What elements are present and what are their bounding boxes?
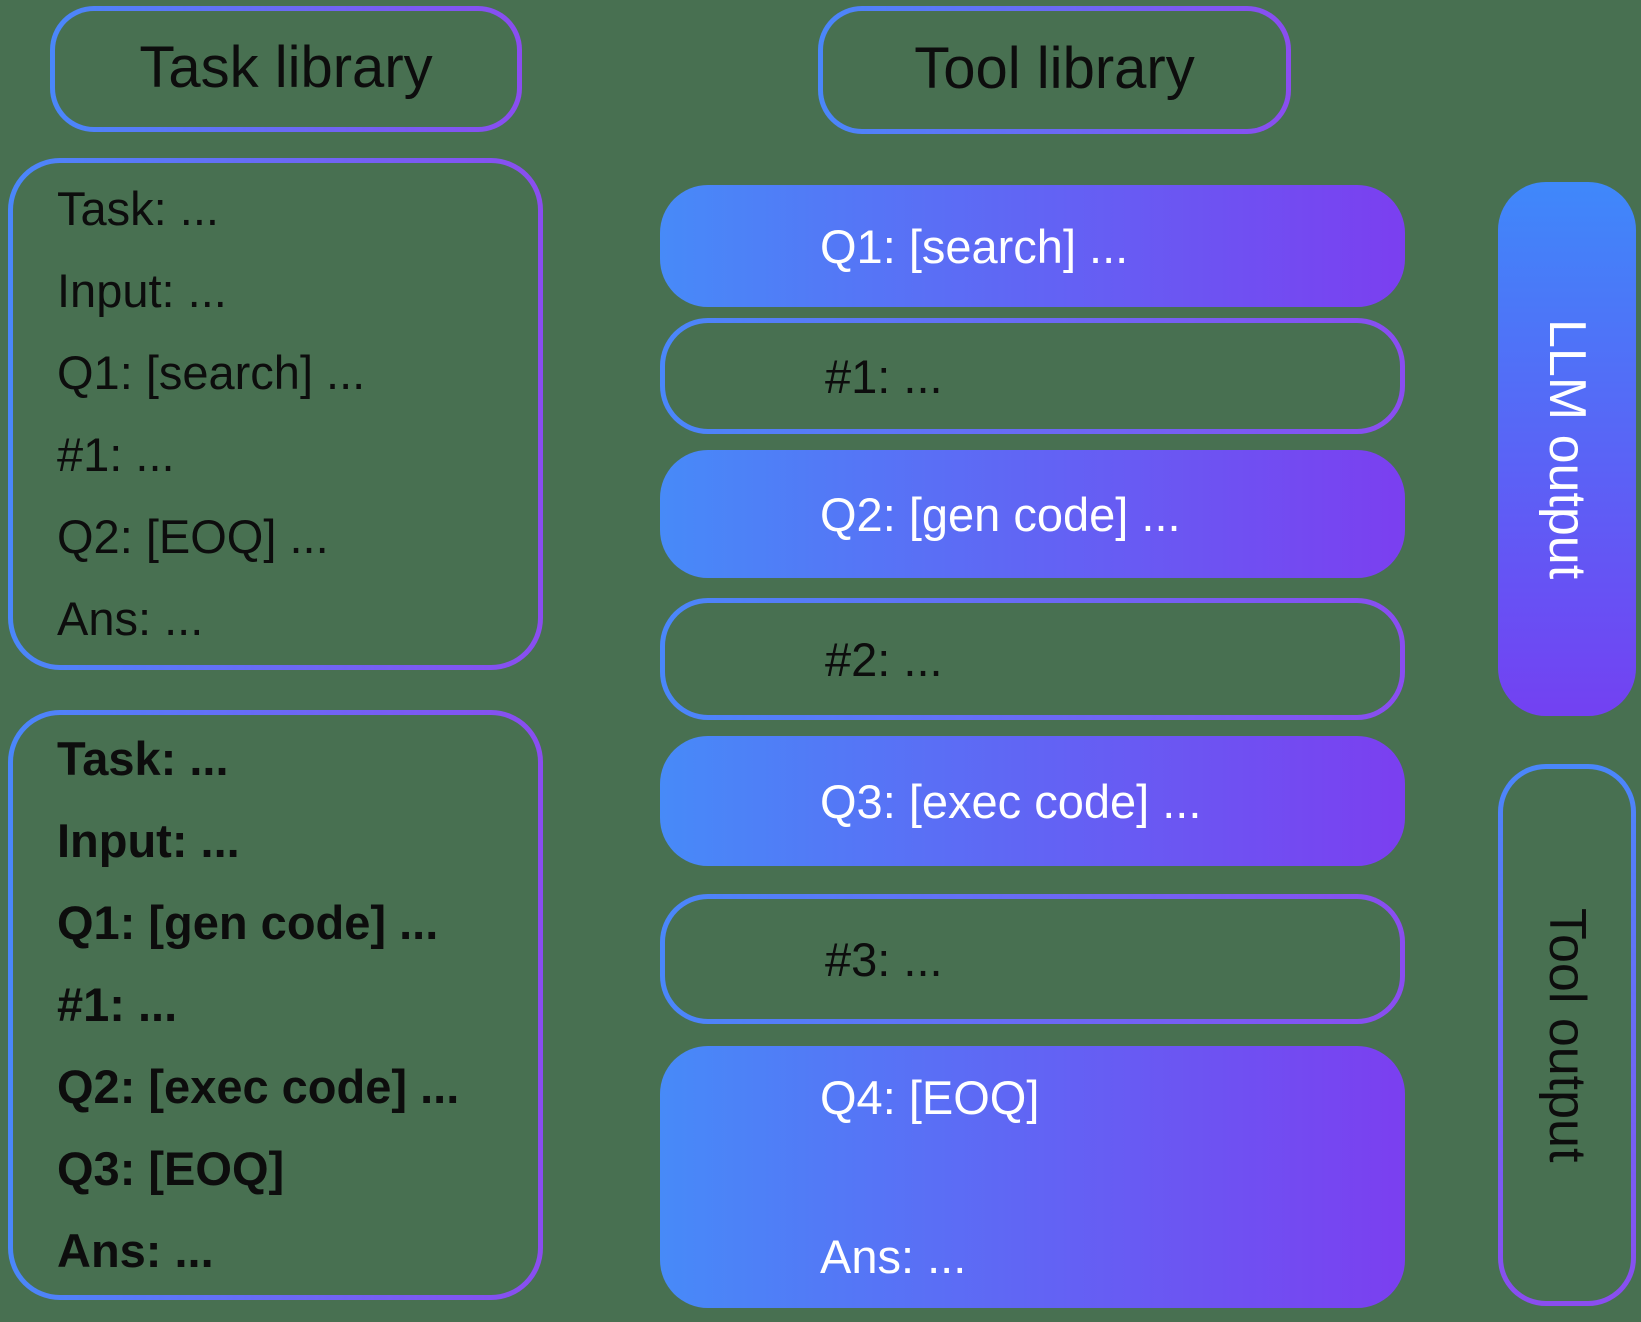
llm-output-label-box: LLM output xyxy=(1498,182,1636,716)
step-text: Q3: [exec code] ... xyxy=(820,774,1202,828)
task-line: Q2: [exec code] ... xyxy=(57,1060,460,1113)
tool-library-header: Tool library xyxy=(818,6,1291,134)
task-line: Ans: ... xyxy=(57,1224,214,1277)
llm-step-q2: Q2: [gen code] ... xyxy=(660,450,1405,578)
step-text: #1: ... xyxy=(825,349,943,403)
llm-step-q3: Q3: [exec code] ... xyxy=(660,736,1405,866)
task-line: Ans: ... xyxy=(57,592,204,645)
tool-library-title: Tool library xyxy=(914,35,1195,101)
step-text: Q2: [gen code] ... xyxy=(820,487,1181,541)
step-text: #2: ... xyxy=(825,632,943,686)
llm-step-q1: Q1: [search] ... xyxy=(660,185,1405,307)
llm-output-label: LLM output xyxy=(1538,318,1596,580)
task-line: Q2: [EOQ] ... xyxy=(57,510,329,563)
step-text: #3: ... xyxy=(825,932,943,986)
tool-output-label: Tool output xyxy=(1538,907,1596,1163)
step-text: Q1: [search] ... xyxy=(820,219,1129,273)
tool-result-step-2: #2: ... xyxy=(660,598,1405,720)
step-text: Q4: [EOQ] xyxy=(820,1071,1040,1124)
step-text: Ans: ... xyxy=(820,1230,967,1283)
task-example-box-1: Task: ... Input: ... Q1: [search] ... #1… xyxy=(8,158,543,670)
task-line: Q1: [gen code] ... xyxy=(57,896,439,949)
task-line: Task: ... xyxy=(57,732,229,785)
task-library-title: Task library xyxy=(139,34,433,100)
llm-step-q4-answer: Q4: [EOQ] Ans: ... xyxy=(660,1046,1405,1308)
task-example-box-2: Task: ... Input: ... Q1: [gen code] ... … xyxy=(8,710,543,1300)
task-line: Task: ... xyxy=(57,182,219,235)
task-line: #1: ... xyxy=(57,978,178,1031)
task-line: #1: ... xyxy=(57,428,175,481)
tool-result-step-1: #1: ... xyxy=(660,318,1405,434)
tool-output-label-box: Tool output xyxy=(1498,764,1636,1306)
task-line: Q3: [EOQ] xyxy=(57,1142,285,1195)
task-library-header: Task library xyxy=(50,6,522,132)
task-line: Input: ... xyxy=(57,814,240,867)
task-line: Input: ... xyxy=(57,264,227,317)
task-line: Q1: [search] ... xyxy=(57,346,366,399)
tool-result-step-3: #3: ... xyxy=(660,894,1405,1024)
